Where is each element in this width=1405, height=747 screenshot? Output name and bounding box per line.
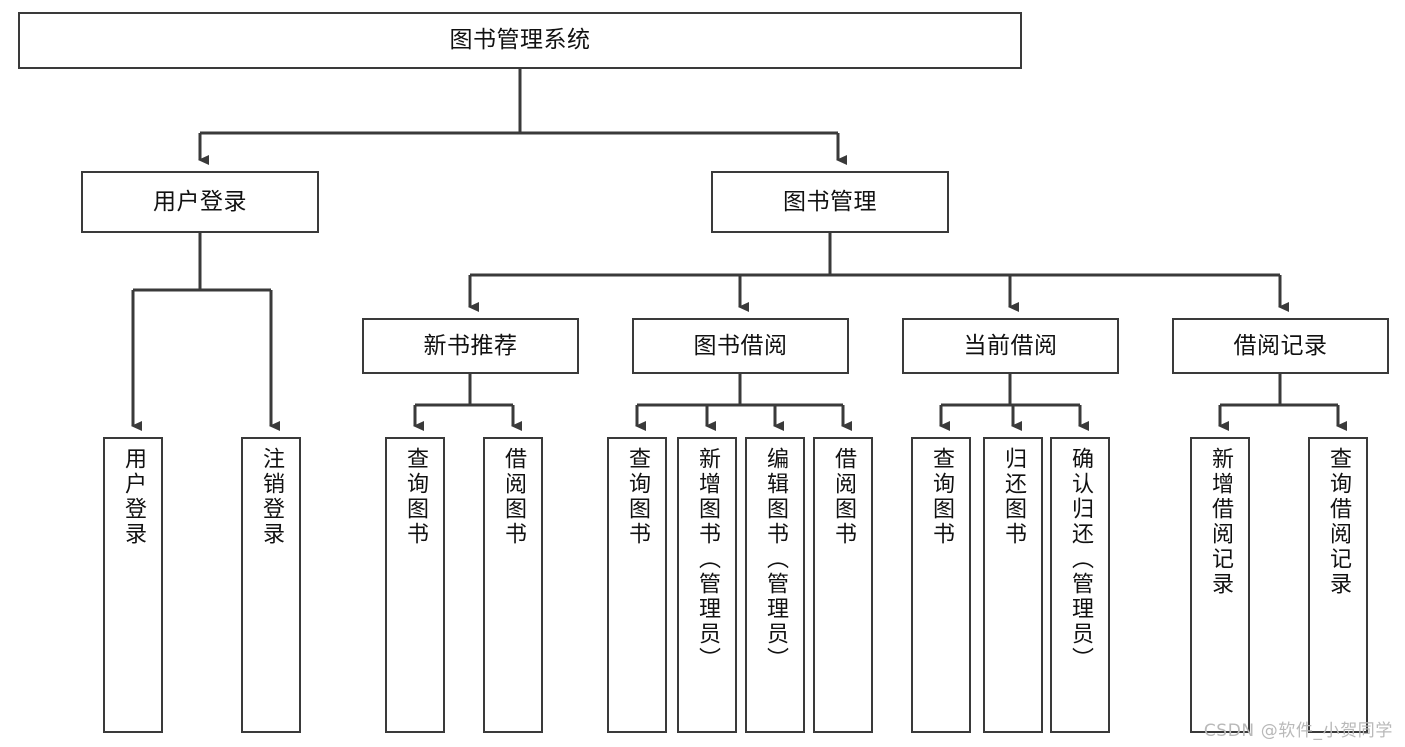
leaf-return-book-label: 归还图书 (1001, 447, 1026, 547)
leaf-add-borrow-record-label: 新增借阅记录 (1208, 447, 1233, 597)
leaf-logout-label: 注销登录 (259, 447, 284, 547)
node-user-login-label: 用户登录 (153, 188, 247, 215)
node-book-borrow-label: 图书借阅 (693, 332, 788, 359)
node-book-management-label: 图书管理 (783, 188, 877, 215)
leaf-confirm-return-admin[interactable]: 确认归还（管理员） (1050, 437, 1110, 733)
node-new-book-recommend[interactable]: 新书推荐 (362, 318, 579, 374)
leaf-user-login-label: 用户登录 (121, 447, 146, 547)
leaf-query-borrow-record[interactable]: 查询借阅记录 (1308, 437, 1368, 733)
leaf-add-borrow-record[interactable]: 新增借阅记录 (1190, 437, 1250, 733)
leaf-query-book-current-label: 查询图书 (929, 447, 954, 547)
leaf-add-book-admin-label: 新增图书（管理员） (695, 447, 720, 672)
node-current-borrow[interactable]: 当前借阅 (902, 318, 1119, 374)
node-root[interactable]: 图书管理系统 (18, 12, 1022, 69)
leaf-query-book-recommend[interactable]: 查询图书 (385, 437, 445, 733)
leaf-edit-book-admin[interactable]: 编辑图书（管理员） (745, 437, 805, 733)
leaf-borrow-book-label: 借阅图书 (831, 447, 856, 547)
leaf-add-book-admin[interactable]: 新增图书（管理员） (677, 437, 737, 733)
node-root-label: 图书管理系统 (449, 27, 591, 54)
leaf-borrow-book-recommend-label: 借阅图书 (501, 447, 526, 547)
node-book-borrow[interactable]: 图书借阅 (632, 318, 849, 374)
leaf-edit-book-admin-label: 编辑图书（管理员） (763, 447, 788, 672)
leaf-logout[interactable]: 注销登录 (241, 437, 301, 733)
leaf-confirm-return-admin-label: 确认归还（管理员） (1068, 447, 1093, 672)
node-book-management[interactable]: 图书管理 (711, 171, 949, 233)
node-new-book-recommend-label: 新书推荐 (423, 332, 518, 359)
leaf-query-book-borrow-label: 查询图书 (625, 447, 650, 547)
leaf-query-book-recommend-label: 查询图书 (403, 447, 428, 547)
leaf-query-borrow-record-label: 查询借阅记录 (1326, 447, 1351, 597)
leaf-query-book-borrow[interactable]: 查询图书 (607, 437, 667, 733)
leaf-query-book-current[interactable]: 查询图书 (911, 437, 971, 733)
node-borrow-record[interactable]: 借阅记录 (1172, 318, 1389, 374)
leaf-return-book[interactable]: 归还图书 (983, 437, 1043, 733)
watermark-text: CSDN @软件_小贺同学 (1203, 721, 1393, 741)
leaf-borrow-book-recommend[interactable]: 借阅图书 (483, 437, 543, 733)
node-current-borrow-label: 当前借阅 (963, 332, 1058, 359)
leaf-user-login[interactable]: 用户登录 (103, 437, 163, 733)
node-user-login[interactable]: 用户登录 (81, 171, 319, 233)
leaf-borrow-book[interactable]: 借阅图书 (813, 437, 873, 733)
node-borrow-record-label: 借阅记录 (1233, 332, 1328, 359)
